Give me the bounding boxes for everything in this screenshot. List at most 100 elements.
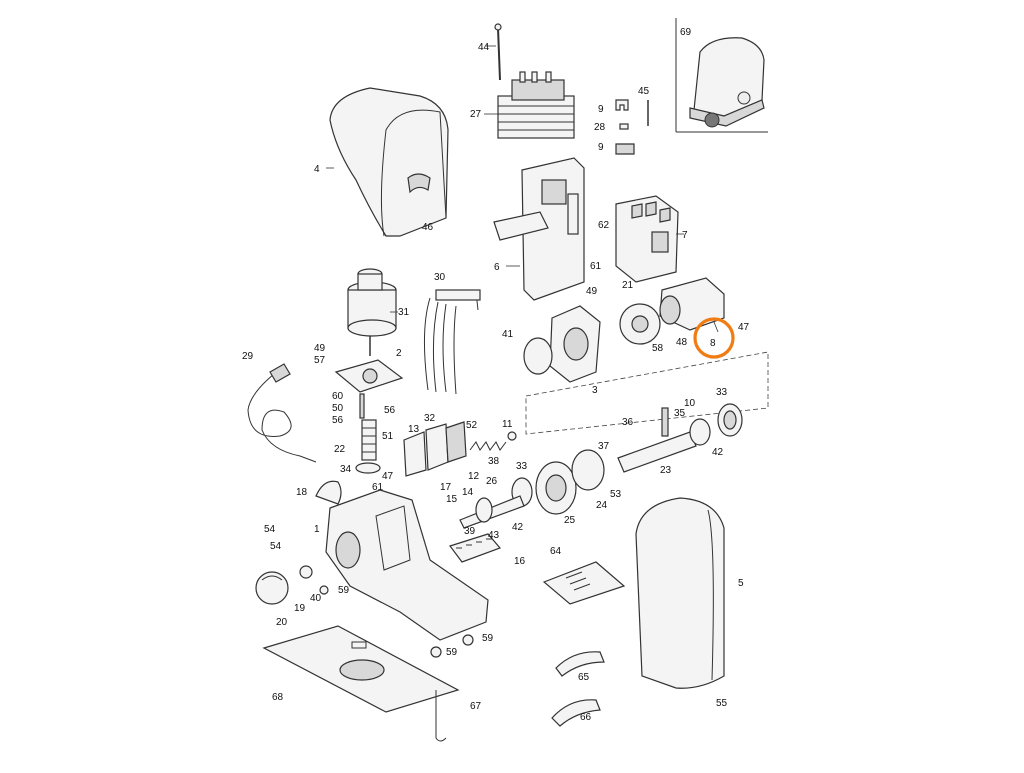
part-label-61a: 61 — [590, 261, 602, 272]
part-label-53: 53 — [610, 489, 622, 500]
part-label-9a: 9 — [598, 104, 604, 115]
part-label-22: 22 — [334, 444, 346, 455]
part-label-10: 10 — [684, 398, 696, 409]
part-label-44: 44 — [478, 42, 490, 53]
worm-shaft-22-icon — [355, 393, 381, 474]
part-label-2: 2 — [396, 348, 402, 359]
part-label-59a: 59 — [338, 585, 350, 596]
part-label-50: 50 — [332, 403, 344, 414]
part-label-20: 20 — [276, 617, 288, 628]
part-label-23: 23 — [660, 465, 672, 476]
leader-lines — [326, 45, 719, 333]
part-label-64: 64 — [550, 546, 562, 557]
part-label-19: 19 — [294, 603, 306, 614]
part-label-18: 18 — [296, 487, 308, 498]
part-label-66: 66 — [580, 712, 592, 723]
cap-18-icon — [315, 480, 342, 505]
part-label-8: 8 — [710, 338, 716, 349]
manual-64-icon — [542, 561, 626, 605]
cover-5-icon — [635, 497, 725, 689]
part-label-26: 26 — [486, 476, 498, 487]
part-label-68: 68 — [272, 692, 284, 703]
part-label-6: 6 — [494, 262, 500, 273]
anchor-bolt-67-icon — [435, 690, 447, 742]
highlight-ring — [693, 317, 735, 359]
power-cable-29-icon — [247, 363, 317, 463]
part-label-25: 25 — [564, 515, 576, 526]
part-label-52: 52 — [466, 420, 478, 431]
clips-9-28-45-icon — [615, 99, 649, 155]
part-label-31: 31 — [398, 307, 410, 318]
part-label-65: 65 — [578, 672, 590, 683]
part-label-59b: 59 — [482, 633, 494, 644]
part-label-47a: 47 — [382, 471, 394, 482]
part-label-14: 14 — [462, 487, 474, 498]
part-label-59c: 59 — [446, 647, 458, 658]
part-label-38: 38 — [488, 456, 500, 467]
part-label-1: 1 — [314, 524, 320, 535]
part-label-12: 12 — [468, 471, 480, 482]
part-label-58: 58 — [652, 343, 664, 354]
part-label-15: 15 — [446, 494, 458, 505]
guard-8-icon — [659, 277, 725, 331]
wire-harness-30-icon — [423, 289, 481, 395]
part-label-33a: 33 — [716, 387, 728, 398]
part-label-57: 57 — [314, 355, 326, 366]
connector-16-icon — [449, 533, 502, 563]
part-label-40: 40 — [310, 593, 322, 604]
part-label-69: 69 — [680, 27, 692, 38]
inset-box — [675, 18, 768, 133]
shaft-assembly-frame — [525, 351, 769, 435]
control-board-7-icon — [615, 195, 679, 283]
flange-3-icon — [523, 305, 601, 383]
gear-25-icon — [535, 449, 605, 515]
front-cover-4-icon — [329, 87, 449, 237]
part-labels: 4427459289694466626173031495722960505656… — [242, 27, 750, 723]
part-label-30: 30 — [434, 272, 446, 283]
part-label-17: 17 — [440, 482, 452, 493]
part-label-42b: 42 — [512, 522, 524, 533]
part-label-3: 3 — [592, 385, 598, 396]
part-label-46: 46 — [422, 222, 434, 233]
part-label-56b: 56 — [384, 405, 396, 416]
part-label-21: 21 — [622, 280, 634, 291]
part-label-13: 13 — [408, 424, 420, 435]
base-housing-1-icon — [325, 489, 489, 641]
part-label-61b: 61 — [372, 482, 384, 493]
part-label-49b: 49 — [586, 286, 598, 297]
part-label-42a: 42 — [712, 447, 724, 458]
part-label-39: 39 — [464, 526, 476, 537]
part-label-56a: 56 — [332, 415, 344, 426]
part-label-34: 34 — [340, 464, 352, 475]
spring-38-icon — [469, 431, 517, 451]
part-label-62: 62 — [598, 220, 610, 231]
part-label-16: 16 — [514, 556, 526, 567]
part-label-24: 24 — [596, 500, 608, 511]
part-label-45: 45 — [638, 86, 650, 97]
release-knob-20-icon — [255, 565, 474, 658]
motor-31-icon — [347, 268, 397, 356]
part-label-27: 27 — [470, 109, 482, 120]
part-label-54a: 54 — [264, 524, 276, 535]
part-label-41: 41 — [502, 329, 514, 340]
part-label-55: 55 — [716, 698, 728, 709]
part-label-32: 32 — [424, 413, 436, 424]
part-label-11: 11 — [502, 419, 513, 430]
limit-switch-17-icon — [403, 421, 467, 477]
part-label-51: 51 — [382, 431, 394, 442]
plate-2-icon — [334, 359, 404, 393]
part-label-60: 60 — [332, 391, 344, 402]
screw-44-icon — [494, 23, 502, 81]
part-label-29: 29 — [242, 351, 254, 362]
part-label-7: 7 — [682, 230, 688, 241]
part-label-43: 43 — [488, 530, 500, 541]
pinion-21-icon — [619, 303, 661, 345]
part-label-4: 4 — [314, 164, 320, 175]
bracket-6-icon — [493, 157, 585, 301]
part-label-49a: 49 — [314, 343, 326, 354]
base-plate-68-icon — [262, 625, 460, 713]
release-key-65-icon — [551, 651, 605, 727]
part-label-54b: 54 — [270, 541, 282, 552]
